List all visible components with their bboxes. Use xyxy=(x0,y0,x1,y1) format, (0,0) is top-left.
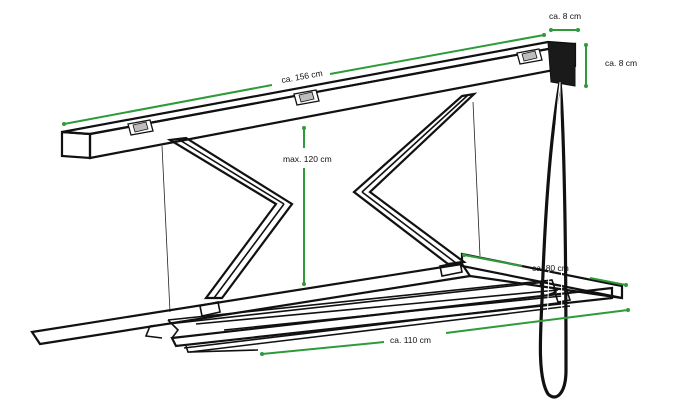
dim-rack-depth-line xyxy=(462,253,628,287)
beam-end-cap xyxy=(547,41,576,87)
mount-bracket-left xyxy=(127,119,154,136)
dim-rack-length-line xyxy=(260,308,630,356)
label-rack-depth: ca. 80 cm xyxy=(532,263,569,273)
ceiling-beam xyxy=(60,40,577,160)
dim-top-height-line xyxy=(584,43,588,88)
mount-bracket-right xyxy=(516,48,543,65)
scissor-arm-right xyxy=(352,92,478,266)
pull-cord xyxy=(538,81,568,399)
drying-rack xyxy=(30,252,624,353)
label-top-width: ca. 8 cm xyxy=(549,11,581,21)
dimension-lines xyxy=(62,28,630,356)
label-max-drop: max. 120 cm xyxy=(283,154,332,164)
label-top-height: ca. 8 cm xyxy=(605,58,637,68)
wire-right xyxy=(472,101,481,257)
dim-top-width-line xyxy=(549,28,580,32)
wire-left xyxy=(161,145,171,313)
label-rack-length: ca. 110 cm xyxy=(390,335,431,345)
dim-length-line xyxy=(62,33,546,126)
mount-bracket-middle xyxy=(293,89,320,106)
dim-max-drop-line xyxy=(302,126,306,286)
label-length: ca. 156 cm xyxy=(281,68,324,85)
scissor-arm-left xyxy=(166,136,294,300)
